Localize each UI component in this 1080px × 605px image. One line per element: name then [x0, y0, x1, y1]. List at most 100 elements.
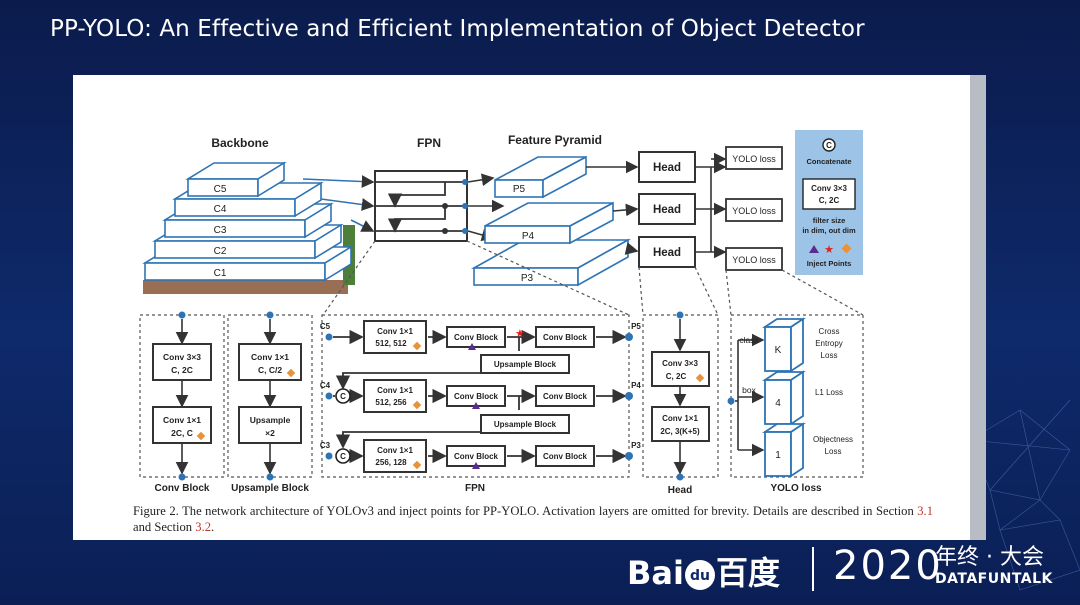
head-boxes — [638, 151, 696, 268]
backbone-stack — [142, 161, 354, 282]
legend-panel: C Concatenate Conv 3×3 C, 2C filter size… — [795, 130, 863, 275]
fpn-upsample-1: Upsample Block — [494, 360, 557, 369]
legend-filter-line2: in dim, out dim — [802, 226, 856, 235]
slide-title: PP-YOLO: An Effective and Efficient Impl… — [50, 16, 865, 42]
fpn-r3-convblock-b: Conv Block — [543, 452, 588, 461]
backbone-c2-label: C2 — [214, 246, 227, 257]
caption-ref-2[interactable]: 3.2 — [195, 520, 212, 534]
fpn-top-box — [374, 170, 468, 242]
pyramid-p3-label: P3 — [521, 273, 534, 284]
conference-name-en: DATAFUNTALK — [935, 571, 1053, 587]
figure-shadow — [970, 75, 986, 540]
head-label-1: Head — [653, 162, 681, 174]
loss-bus-arrows — [710, 152, 727, 252]
pyramid-level-p3 — [470, 238, 632, 287]
backbone-c3-label: C3 — [214, 225, 227, 236]
pyramid-p4-label: P4 — [522, 231, 535, 242]
head-detail-title: Head — [668, 485, 692, 496]
upsample-b1-line2: C, C/2 — [258, 365, 282, 375]
fpn-star-icon: ★ — [515, 328, 525, 340]
legend-concat-label: Concatenate — [806, 157, 851, 166]
inject-diamond-icon — [841, 243, 852, 254]
fpn-detail-panel: ★ — [321, 314, 633, 478]
loss2-label: L1 Loss — [815, 388, 843, 397]
yolo-loss-label-1: YOLO loss — [732, 154, 776, 164]
backbone-label: Backbone — [211, 136, 269, 150]
pyramid-level-p4 — [484, 201, 614, 245]
legend-filter-line1: filter size — [813, 216, 846, 225]
pyramid-level-p5 — [494, 155, 587, 199]
fpn-r2-convblock-b: Conv Block — [543, 392, 588, 401]
fpn-p3-label: P3 — [631, 441, 641, 450]
paw-icon: du — [684, 560, 715, 590]
fpn-p5-label: P5 — [631, 322, 641, 331]
loss-slab-1: 1 — [775, 450, 781, 461]
footer-divider — [812, 547, 814, 591]
fpn-r3-conv1: Conv 1×1 — [377, 446, 413, 455]
caption-mid: and Section — [133, 520, 196, 534]
fpn-detail-title: FPN — [465, 483, 485, 494]
pyramid-head-arrows — [586, 160, 639, 255]
upsample-b2-line1: Upsample — [250, 415, 291, 425]
convblock-b1-line2: C, 2C — [171, 365, 193, 375]
fpn-c4-label: C4 — [320, 381, 331, 390]
caption-end: . — [211, 520, 215, 534]
loss3-line1: Objectness — [813, 435, 853, 444]
baidu-logo-text: Bai — [627, 554, 684, 592]
loss-slab-k: K — [775, 345, 782, 356]
head-loss-arrows — [695, 160, 727, 259]
feature-pyramid-label: Feature Pyramid — [508, 133, 602, 147]
backbone-c1-label: C1 — [214, 268, 227, 279]
fpn-c3-label: C3 — [320, 441, 331, 450]
head-label-3: Head — [653, 247, 681, 259]
head-b2-line1: Conv 1×1 — [662, 414, 698, 423]
upsample-title: Upsample Block — [231, 483, 309, 494]
fpn-r3-conv2: 256, 128 — [375, 458, 407, 467]
upsample-b2-line2: ×2 — [265, 428, 275, 438]
head-b1-line1: Conv 3×3 — [662, 359, 698, 368]
loss-class-label: class — [739, 335, 758, 345]
conference-year: 2020 — [833, 543, 943, 589]
fpn-r1-convblock-b: Conv Block — [543, 333, 588, 342]
legend-concat-symbol: C — [826, 141, 832, 150]
fpn-r1-convblock-a: Conv Block — [454, 333, 499, 342]
loss1-line3: Loss — [821, 351, 838, 360]
fpn-top-label: FPN — [417, 136, 441, 150]
fpn-r2-conv1: Conv 1×1 — [377, 386, 413, 395]
convblock-title: Conv Block — [154, 483, 209, 494]
legend-conv-line1: Conv 3×3 — [811, 184, 847, 193]
paper-figure: Backbone FPN Feature Pyramid C1 C2 C3 C4… — [73, 75, 970, 540]
fpn-concat-2: C — [340, 452, 346, 461]
inject-triangle-icon — [809, 245, 819, 253]
loss-slab-4: 4 — [775, 398, 781, 409]
upsample-b1-line1: Conv 1×1 — [251, 352, 289, 362]
convblock-b2-line1: Conv 1×1 — [163, 415, 201, 425]
baidu-logo-cn: 百度 — [715, 554, 780, 592]
caption-text: Figure 2. The network architecture of YO… — [133, 504, 918, 518]
zoom-guides — [322, 240, 864, 316]
yolo-loss-panel — [727, 314, 864, 478]
legend-conv-line2: C, 2C — [819, 196, 840, 205]
conv-block-panel — [139, 311, 225, 481]
loss-box-label: box — [742, 385, 756, 395]
loss3-line2: Loss — [825, 447, 842, 456]
yolo-loss-label-3: YOLO loss — [732, 255, 776, 265]
fpn-upsample-2: Upsample Block — [494, 420, 557, 429]
yolo-loss-detail-title: YOLO loss — [770, 483, 822, 494]
loss1-line1: Cross — [819, 327, 840, 336]
backbone-c5-label: C5 — [214, 184, 227, 195]
pyramid-p5-label: P5 — [513, 184, 526, 195]
architecture-diagram: Backbone FPN Feature Pyramid C1 C2 C3 C4… — [139, 130, 864, 496]
caption-ref-1[interactable]: 3.1 — [917, 504, 933, 518]
convblock-b1-line1: Conv 3×3 — [163, 352, 201, 362]
loss1-line2: Entropy — [815, 339, 843, 348]
fpn-r2-convblock-a: Conv Block — [454, 392, 499, 401]
figure-caption: Figure 2. The network architecture of YO… — [133, 503, 933, 535]
head-b2-line2: 2C, 3(K+5) — [660, 427, 700, 436]
convblock-b2-line2: 2C, C — [171, 428, 193, 438]
backbone-c4-label: C4 — [214, 204, 227, 215]
yolo-loss-label-2: YOLO loss — [732, 206, 776, 216]
fpn-concat-1: C — [340, 392, 346, 401]
backbone-level-c5 — [185, 161, 287, 198]
head-b1-line2: C, 2C — [666, 372, 687, 381]
